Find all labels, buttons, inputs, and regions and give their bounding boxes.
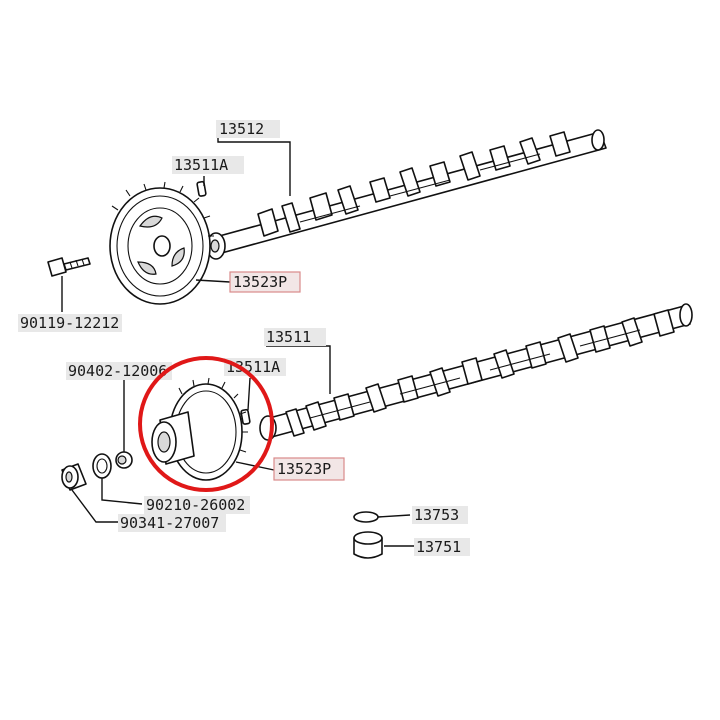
label-90210-26002[interactable]: 90210-26002 [146,496,245,514]
label-13523p-lower[interactable]: 13523P [277,460,331,478]
label-13523p-upper[interactable]: 13523P [233,273,287,291]
label-13511a-upper[interactable]: 13511A [174,156,228,174]
gear-bolt[interactable] [47,257,91,277]
plug[interactable] [115,451,133,469]
washer[interactable] [92,453,112,479]
lower-timing-gear[interactable] [151,377,248,481]
part-labels: 13512 13511A 13523P 90119-12212 13511 13… [18,120,470,556]
valve-lifter[interactable] [353,531,383,559]
upper-timing-gear[interactable] [109,181,214,305]
lower-camshaft[interactable] [259,303,693,441]
upper-camshaft[interactable] [206,129,607,260]
highlight-circle [138,356,274,492]
label-13753[interactable]: 13753 [414,506,459,524]
valve-shim[interactable] [353,511,379,523]
label-13751[interactable]: 13751 [416,538,461,556]
label-90119-12212[interactable]: 90119-12212 [20,314,119,332]
label-90402-12006[interactable]: 90402-12006 [68,362,167,380]
upper-pin[interactable] [196,180,207,197]
label-13511[interactable]: 13511 [266,328,311,346]
plug-bolt[interactable] [61,463,87,491]
label-13511a-lower[interactable]: 13511A [226,358,280,376]
label-13512[interactable]: 13512 [219,120,264,138]
label-90341-27007[interactable]: 90341-27007 [120,514,219,532]
